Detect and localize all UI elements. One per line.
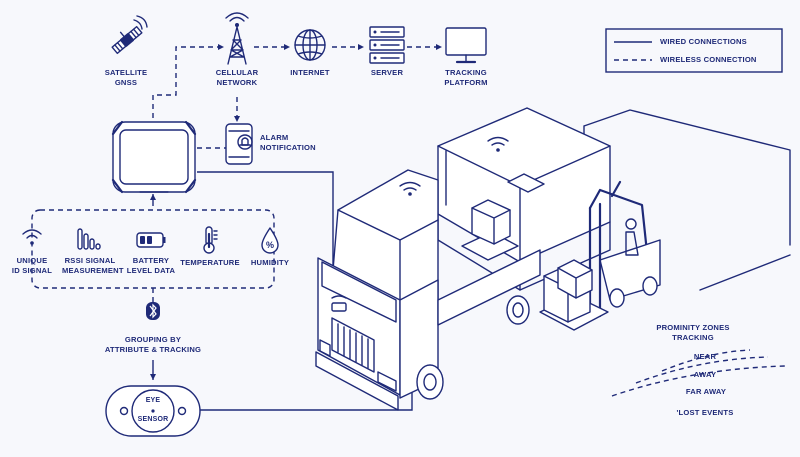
sensor-data-box	[31, 209, 275, 289]
grouping-label: GROUPING BY ATTRIBUTE & TRACKING	[104, 335, 202, 354]
arrow-head	[150, 374, 156, 380]
alarm-phone-icon	[225, 123, 253, 165]
eye-sensor-line2: SENSOR	[137, 416, 169, 423]
humidity-drop-icon: %	[261, 227, 279, 254]
server-label: SERVER	[370, 68, 404, 77]
truck-illustration	[315, 107, 791, 411]
proximity-far-away: FAR AWAY	[685, 387, 727, 396]
rssi-label: RSSI SIGNAL MEASUREMENT	[62, 256, 124, 275]
svg-text:%: %	[266, 240, 274, 250]
satellite-signal	[133, 15, 148, 30]
cell-tower-icon	[225, 12, 249, 65]
proximity-title: PROMINITY ZONES TRACKING	[656, 323, 730, 342]
satellite-icon	[111, 25, 143, 55]
legend-wireless-label: WIRELESS CONNECTION	[660, 55, 757, 64]
proximity-near: NEAR	[693, 352, 717, 361]
humidity-label: HUMIDITY	[250, 258, 290, 267]
eye-sensor-line1: EYE	[145, 397, 161, 404]
unique-id-label: UNIQUE ID SIGNAL	[11, 256, 53, 275]
arrow-head	[284, 44, 290, 50]
arrow-head	[234, 116, 240, 122]
internet-globe-icon	[294, 29, 326, 61]
internet-label: INTERNET	[290, 68, 330, 77]
battery-label: BATTERY LEVEL DATA	[126, 256, 176, 275]
arrow-head	[150, 194, 156, 200]
arrow-head	[358, 44, 364, 50]
eye-sensor-device	[105, 385, 201, 437]
link-gateway-to-cellular	[152, 46, 218, 118]
wifi-signal-icon	[22, 229, 42, 245]
monitor-icon	[445, 27, 487, 64]
legend-wired-label: WIRED CONNECTIONS	[660, 37, 747, 46]
proximity-lost: 'LOST EVENTS	[676, 408, 734, 417]
tracking-platform-label: TRACKING PLATFORM	[444, 68, 488, 87]
server-icon	[369, 26, 405, 64]
bluetooth-icon	[146, 302, 160, 320]
cellular-label: CELLULAR NETWORK	[215, 68, 259, 87]
proximity-away: AWAY	[693, 370, 717, 379]
gateway-device-icon	[111, 120, 197, 194]
legend-box	[605, 28, 783, 73]
arrow-head	[218, 44, 224, 50]
satellite-label: SATELLITE GNSS	[104, 68, 148, 87]
proximity-arcs	[611, 349, 786, 397]
thermometer-icon	[203, 226, 218, 254]
rssi-bars-icon	[77, 228, 101, 250]
battery-icon	[136, 232, 166, 248]
link-gateway-to-truck	[197, 171, 334, 306]
arrow-head	[436, 44, 442, 50]
alarm-label: ALARM NOTIFICATION	[260, 133, 316, 152]
temperature-label: TEMPERATURE	[180, 258, 240, 267]
